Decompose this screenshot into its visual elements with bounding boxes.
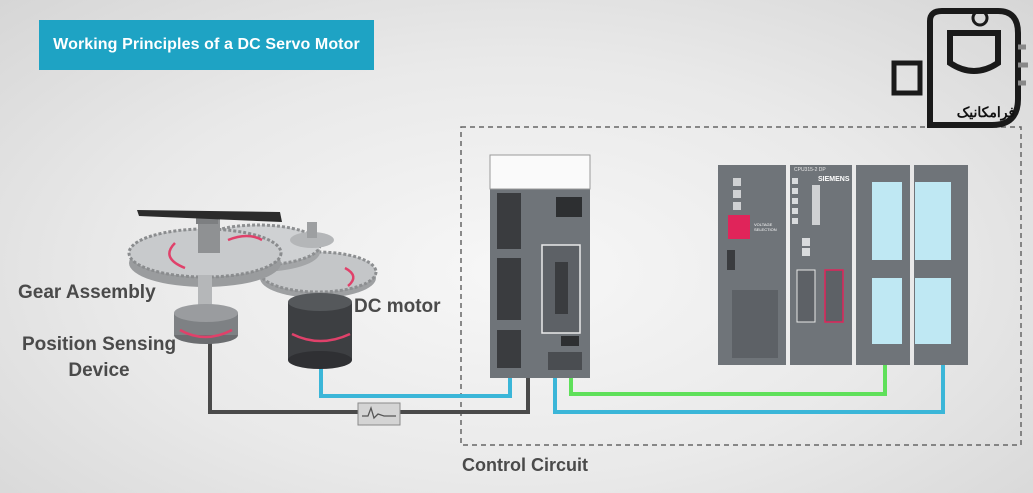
control-circuit-boundary xyxy=(460,126,1022,446)
plc-cpu-module xyxy=(790,165,852,365)
plc-brand: SIEMENS xyxy=(818,176,850,183)
position-sensing-label: Position Sensing Device xyxy=(14,332,184,384)
sensor-feedback-wire xyxy=(208,335,530,414)
position-sensing-label-line2: Device xyxy=(68,360,130,381)
plc-io-module-2 xyxy=(914,165,968,365)
drive-to-plc-cyan-wire xyxy=(553,362,945,414)
position-sensor xyxy=(174,304,238,344)
dc-motor xyxy=(288,293,352,369)
page-title: Working Principles of a DC Servo Motor xyxy=(53,36,360,53)
servo-drive xyxy=(489,154,591,378)
plc-io-module-1 xyxy=(856,165,910,365)
control-circuit-label: Control Circuit xyxy=(462,455,588,475)
signal-filter-box xyxy=(357,402,401,426)
title-banner: Working Principles of a DC Servo Motor xyxy=(39,20,374,70)
motor-power-wire xyxy=(319,360,512,398)
position-sensing-label-line1: Position Sensing xyxy=(21,334,177,355)
gear-assembly xyxy=(127,210,378,315)
drive-to-plc-green-wire xyxy=(569,362,887,396)
gear-assembly-label: Gear Assembly xyxy=(18,282,156,303)
dc-motor-label: DC motor xyxy=(354,296,441,317)
plc-power-module xyxy=(718,165,786,365)
logo-text: فرامکانیک xyxy=(956,104,1016,120)
gear-logo-icon xyxy=(891,8,1028,128)
plc-power-text: VOLTAGE SELECTION xyxy=(754,222,777,232)
plc-cpu-model: CPU315-2 DP xyxy=(794,167,826,173)
